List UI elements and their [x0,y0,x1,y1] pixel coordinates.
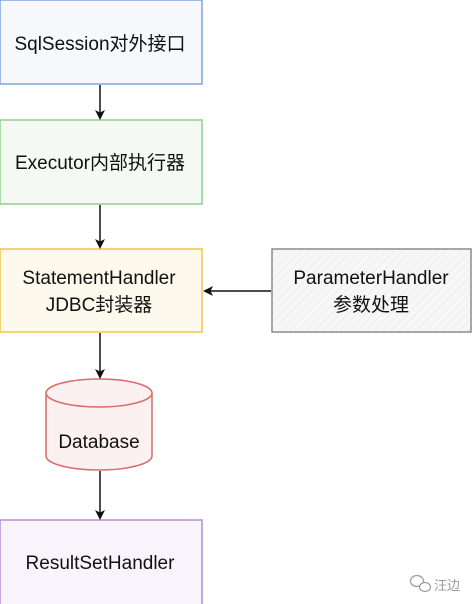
statement-handler-label-line1: StatementHandler [22,268,176,289]
parameter-handler-label-line2: 参数处理 [333,294,409,316]
wechat-icon [409,574,432,593]
statement-handler-label-line2: JDBC封装器 [46,294,153,316]
database-node: Database [45,378,153,471]
watermark: 汪边 [409,574,460,594]
watermark-text: 汪边 [434,579,460,594]
executor-label: Executor内部执行器 [15,152,185,174]
sqlsession-node: SqlSession对外接口 [0,0,203,85]
parameter-handler-label-line1: ParameterHandler [293,268,449,289]
sqlsession-label: SqlSession对外接口 [14,33,185,55]
database-label: Database [58,432,139,453]
resultset-handler-label: ResultSetHandler [26,553,176,574]
resultset-handler-node: ResultSetHandler [0,519,203,604]
parameter-handler-node: ParameterHandler 参数处理 [271,248,472,333]
executor-node: Executor内部执行器 [0,119,203,205]
statement-handler-node: StatementHandler JDBC封装器 [0,248,203,333]
